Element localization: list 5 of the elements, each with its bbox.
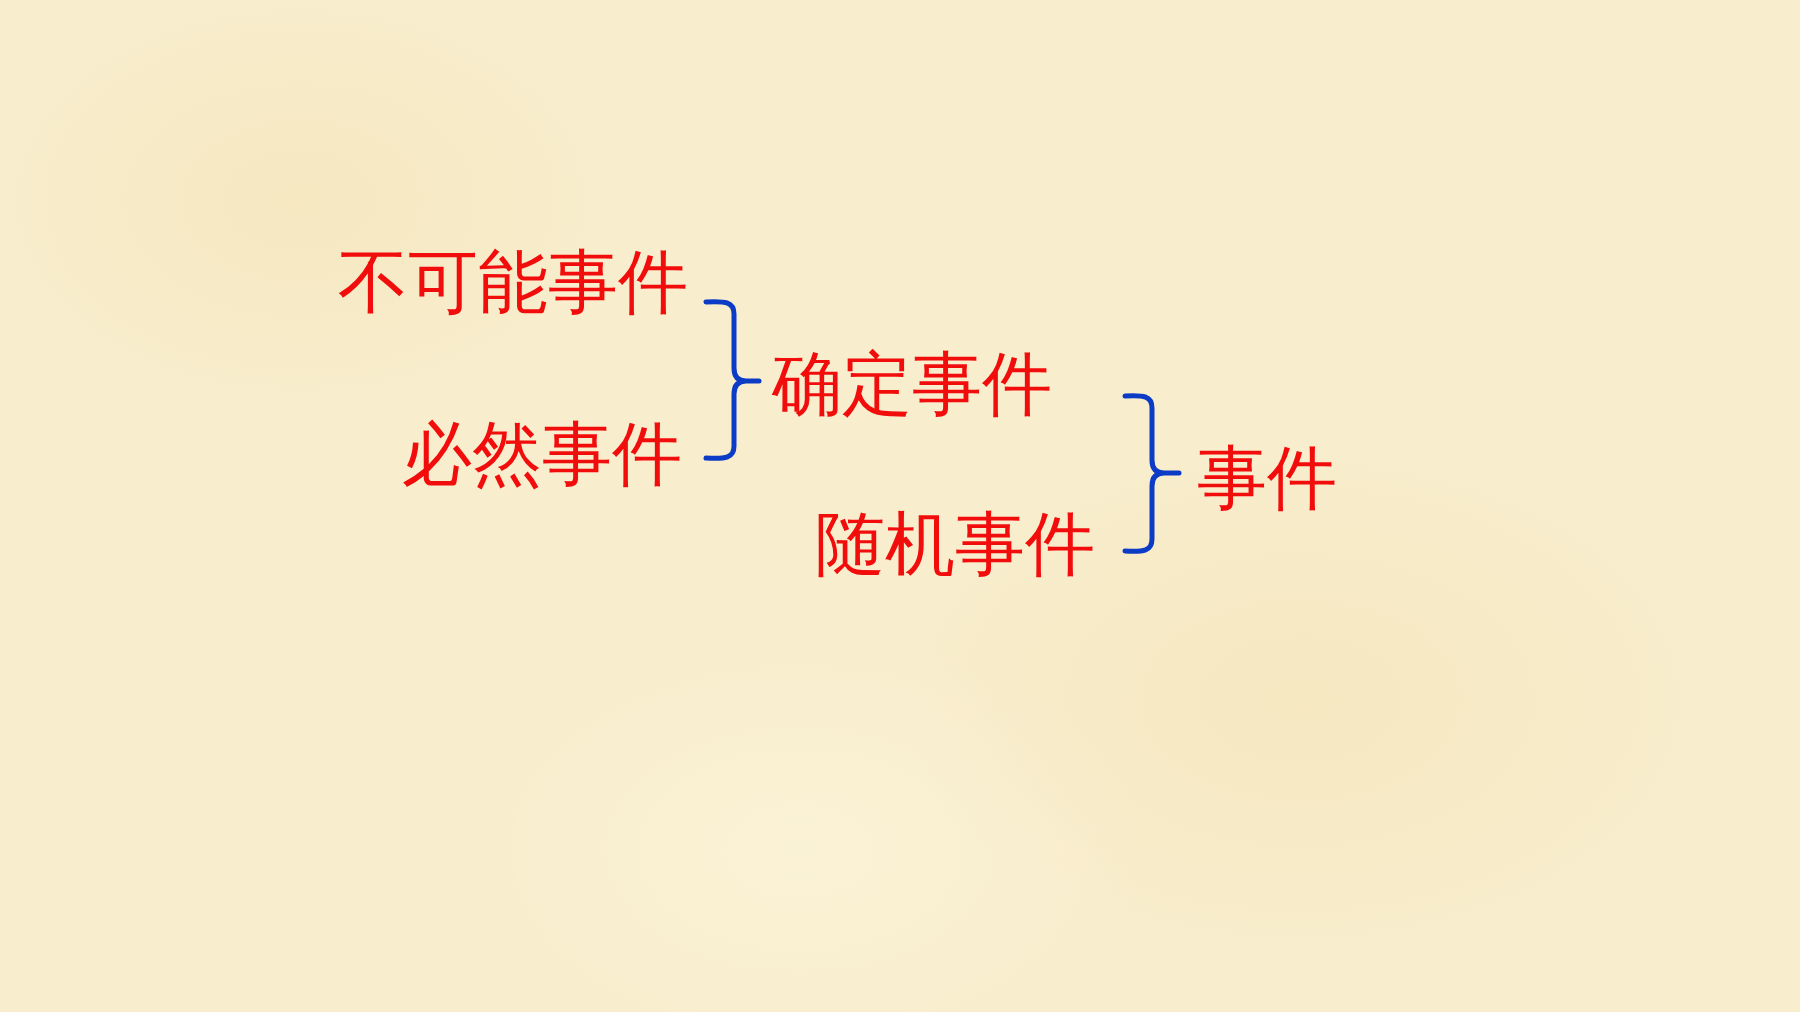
term-label: 事件 — [1197, 443, 1337, 513]
term-label: 必然事件 — [402, 419, 682, 489]
term-label: 随机事件 — [815, 509, 1095, 579]
term-label: 不可能事件 — [338, 247, 688, 317]
term-label: 确定事件 — [772, 349, 1052, 419]
